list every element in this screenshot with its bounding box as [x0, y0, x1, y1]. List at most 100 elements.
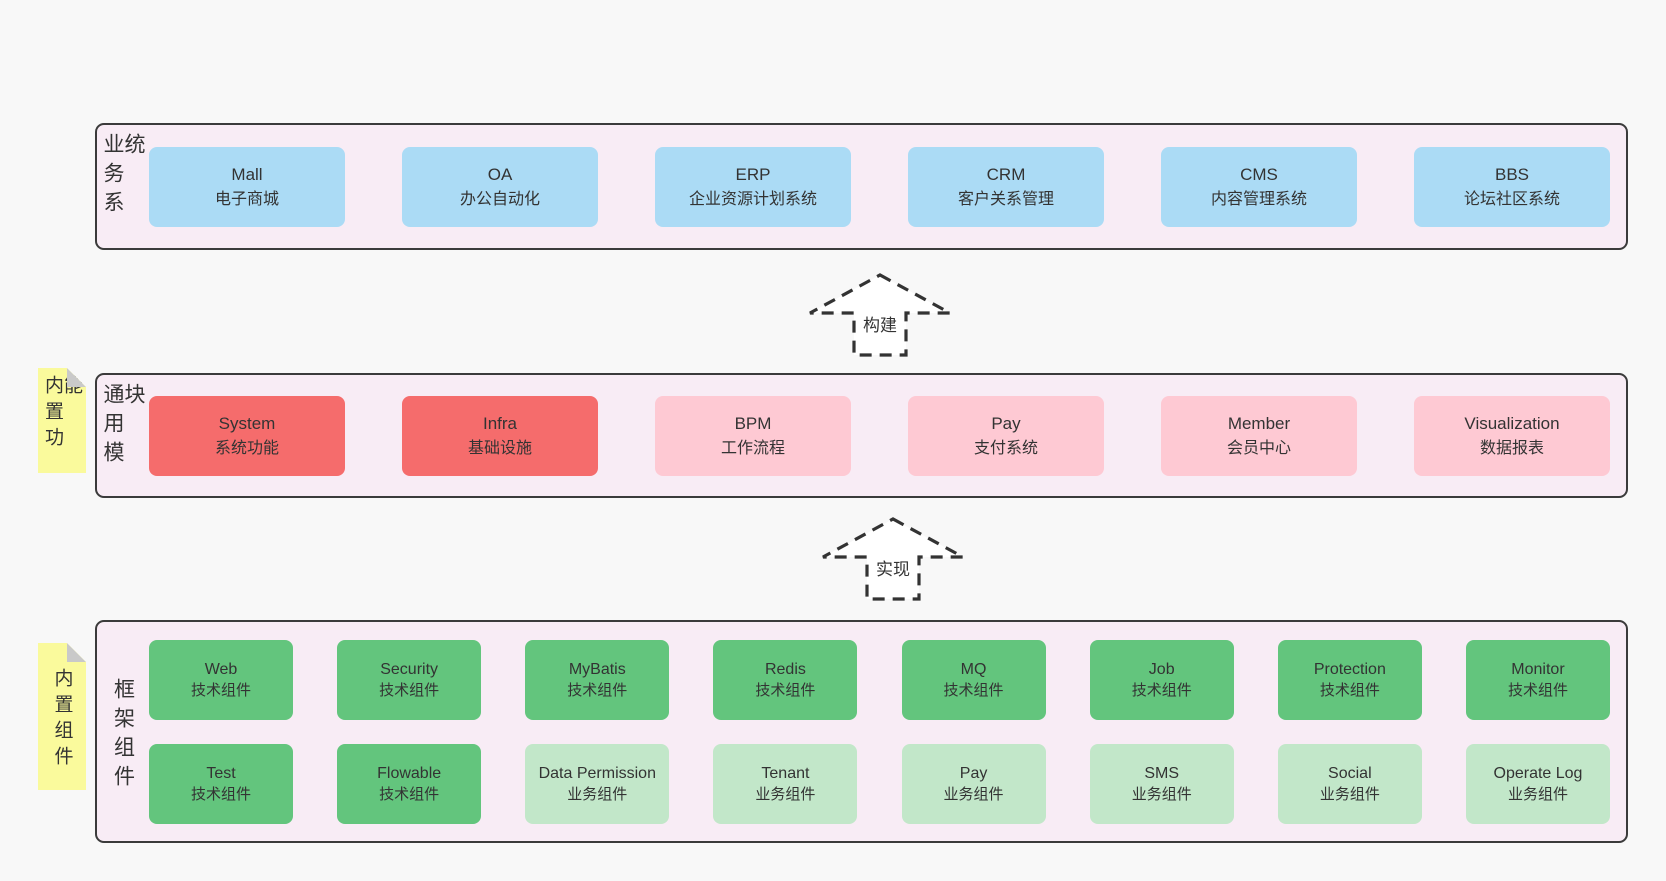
module-box-pay: Pay 支付系统 [908, 395, 1104, 476]
module-box-system: System 系统功能 [149, 395, 345, 476]
system-box-erp: ERP 企业资源计划系统 [655, 146, 851, 227]
box-desc: 业务组件 [943, 785, 1004, 803]
box-name: CRM [986, 164, 1026, 184]
layer-business-systems: 业务系统 Mall 电子商城 OA 办公自动化 ERP 企业资源计划系统 CRM… [95, 123, 1628, 250]
box-name: MQ [960, 660, 987, 678]
box-desc: 技术组件 [755, 681, 816, 699]
business-boxes-row: Mall 电子商城 OA 办公自动化 ERP 企业资源计划系统 CRM 客户关系… [149, 125, 1626, 248]
box-desc: 会员中心 [1226, 439, 1291, 457]
box-name: Pay [959, 764, 988, 782]
component-box-mybatis: MyBatis 技术组件 [525, 639, 670, 720]
module-box-member: Member 会员中心 [1161, 395, 1357, 476]
box-desc: 客户关系管理 [957, 190, 1054, 208]
sticky-note-builtin-features: 内置功能 [38, 368, 86, 473]
arrow-implement-label: 实现 [873, 558, 913, 582]
system-box-crm: CRM 客户关系管理 [908, 146, 1104, 227]
component-boxes-grid: Web 技术组件 Security 技术组件 MyBatis 技术组件 Redi… [149, 622, 1626, 841]
layer-label-col: 业务系统 [97, 125, 149, 248]
box-name: Infra [482, 413, 518, 433]
layer-label-col: 框架组件 [97, 622, 149, 841]
box-name: Protection [1313, 660, 1386, 678]
component-box-protection: Protection 技术组件 [1277, 639, 1422, 720]
component-box-mq: MQ 技术组件 [901, 639, 1046, 720]
box-name: Web [204, 660, 238, 678]
box-name: SMS [1144, 764, 1180, 782]
box-name: Social [1328, 764, 1372, 782]
box-name: ERP [735, 164, 771, 184]
component-box-tenant: Tenant 业务组件 [713, 743, 858, 824]
module-box-infra: Infra 基础设施 [402, 395, 598, 476]
box-desc: 技术组件 [1319, 681, 1380, 699]
box-desc: 内容管理系统 [1210, 190, 1307, 208]
box-name: Member [1227, 413, 1291, 433]
module-boxes-row: System 系统功能 Infra 基础设施 BPM 工作流程 Pay 支付系统… [149, 375, 1626, 496]
component-box-operate-log: Operate Log 业务组件 [1465, 743, 1610, 824]
layer-label-col: 通用模块 [97, 375, 149, 496]
layer-framework-components: 框架组件 Web 技术组件 Security 技术组件 MyBatis 技术组件… [95, 620, 1628, 843]
component-box-flowable: Flowable 技术组件 [337, 743, 482, 824]
box-name: OA [487, 164, 513, 184]
layer-modules-label: 通用模块 [101, 383, 145, 470]
layer-business-label: 业务系统 [101, 133, 145, 220]
box-desc: 数据报表 [1479, 439, 1544, 457]
system-box-bbs: BBS 论坛社区系统 [1414, 146, 1610, 227]
system-box-cms: CMS 内容管理系统 [1161, 146, 1357, 227]
box-name: Flowable [377, 764, 442, 782]
box-desc: 业务组件 [1319, 785, 1380, 803]
box-desc: 技术组件 [379, 785, 440, 803]
box-name: Monitor [1511, 660, 1565, 678]
component-box-job: Job 技术组件 [1089, 639, 1234, 720]
box-desc: 技术组件 [190, 785, 251, 803]
box-desc: 技术组件 [190, 681, 251, 699]
component-box-web: Web 技术组件 [149, 639, 293, 720]
box-name: Tenant [761, 764, 810, 782]
box-desc: 技术组件 [943, 681, 1004, 699]
box-desc: 企业资源计划系统 [688, 190, 817, 208]
box-desc: 业务组件 [1507, 785, 1568, 803]
box-desc: 工作流程 [720, 439, 785, 457]
box-desc: 技术组件 [567, 681, 628, 699]
box-name: Mall [231, 164, 263, 184]
component-box-redis: Redis 技术组件 [713, 639, 858, 720]
box-name: Operate Log [1493, 764, 1583, 782]
box-name: BPM [734, 413, 772, 433]
layer-components-label: 框架组件 [111, 677, 135, 794]
box-desc: 业务组件 [755, 785, 816, 803]
folded-corner-icon [67, 368, 86, 387]
component-box-data-permission: Data Permission 业务组件 [525, 743, 670, 824]
box-desc: 业务组件 [1131, 785, 1192, 803]
component-box-monitor: Monitor 技术组件 [1465, 639, 1610, 720]
box-desc: 支付系统 [973, 439, 1038, 457]
component-box-social: Social 业务组件 [1277, 743, 1422, 824]
component-box-security: Security 技术组件 [337, 639, 482, 720]
box-desc: 基础设施 [467, 439, 532, 457]
box-name: BBS [1494, 164, 1530, 184]
folded-corner-icon [67, 643, 86, 662]
box-desc: 技术组件 [1131, 681, 1192, 699]
component-box-test: Test 技术组件 [149, 743, 293, 824]
box-desc: 电子商城 [214, 190, 279, 208]
sticky-note-builtin-components: 内置组件 [38, 643, 86, 790]
arrow-build-label: 构建 [860, 314, 900, 338]
note-text: 内置组件 [51, 668, 73, 772]
box-desc: 论坛社区系统 [1463, 190, 1560, 208]
box-name: Pay [991, 413, 1021, 433]
system-box-oa: OA 办公自动化 [402, 146, 598, 227]
box-name: Job [1148, 660, 1175, 678]
box-name: Visualization [1464, 413, 1560, 433]
component-row-1: Web 技术组件 Security 技术组件 MyBatis 技术组件 Redi… [149, 639, 1610, 720]
box-name: Data Permission [538, 764, 656, 782]
box-name: System [218, 413, 276, 433]
arrow-build: 构建 [807, 272, 953, 358]
box-name: Security [380, 660, 439, 678]
box-name: MyBatis [568, 660, 626, 678]
module-box-bpm: BPM 工作流程 [655, 395, 851, 476]
component-box-sms: SMS 业务组件 [1089, 743, 1234, 824]
box-desc: 系统功能 [214, 439, 279, 457]
component-row-2: Test 技术组件 Flowable 技术组件 Data Permission … [149, 743, 1610, 824]
box-desc: 业务组件 [567, 785, 628, 803]
box-name: Redis [764, 660, 806, 678]
system-box-mall: Mall 电子商城 [149, 146, 345, 227]
box-desc: 技术组件 [379, 681, 440, 699]
module-box-visualization: Visualization 数据报表 [1414, 395, 1610, 476]
